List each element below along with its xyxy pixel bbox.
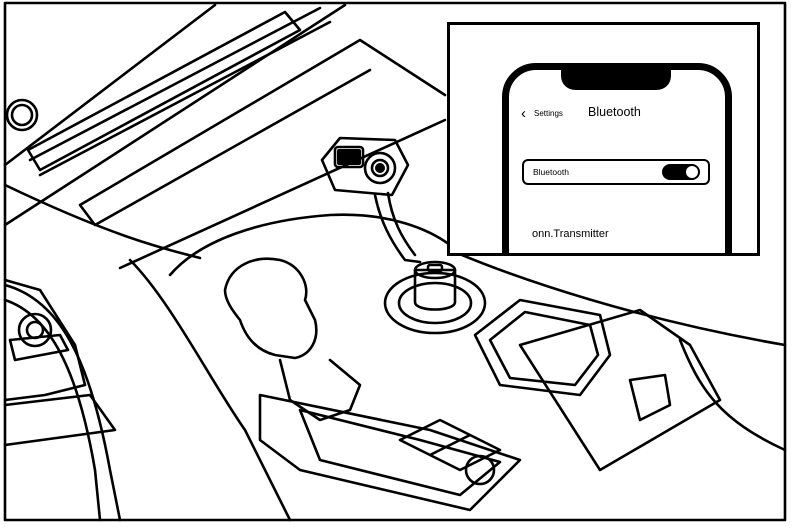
transmitter-usb-port xyxy=(426,263,444,273)
transmitter-knob-inner xyxy=(370,158,390,178)
cup-holder-tray xyxy=(473,298,612,397)
power-socket-inner xyxy=(397,281,473,325)
transmitter-knob-center xyxy=(375,163,385,173)
vent-panel xyxy=(26,10,302,172)
transmitter-screen xyxy=(333,145,365,169)
console-side-tab xyxy=(628,373,672,422)
phone-frame: ‹ Settings Bluetooth Bluetooth onn.Trans… xyxy=(502,63,732,253)
transmitter-plug xyxy=(413,268,457,311)
steering-wheel-rim xyxy=(3,283,122,522)
steering-column xyxy=(3,278,87,402)
lower-dash-line xyxy=(3,118,447,270)
transmitter-gooseneck xyxy=(373,191,422,264)
bluetooth-toggle-label: Bluetooth xyxy=(533,167,569,177)
steering-hub-button-outer xyxy=(17,312,53,348)
console-front-panel xyxy=(518,308,722,472)
transmitter-body xyxy=(320,136,410,197)
console-dial xyxy=(464,454,496,486)
toggle-switch-icon[interactable] xyxy=(662,164,700,180)
steering-spoke xyxy=(3,393,117,447)
transmitter-screen-fill xyxy=(337,149,361,165)
power-socket-outer xyxy=(383,271,487,335)
console-left-edge xyxy=(128,258,292,522)
steering-hub-button-inner xyxy=(25,320,45,340)
shift-boot xyxy=(278,358,362,422)
cup-holder-inner xyxy=(488,310,600,387)
transmitter-knob-outer xyxy=(363,151,397,185)
illustration-frame xyxy=(3,1,787,522)
device-list-item[interactable]: onn.Transmitter xyxy=(532,228,609,240)
steering-wheel-inner xyxy=(3,298,102,522)
vent-knob-outer xyxy=(5,98,39,132)
console-buttons xyxy=(398,418,502,472)
bluetooth-settings-inset: ‹ Settings Bluetooth Bluetooth onn.Trans… xyxy=(447,22,760,256)
console-right-sweep xyxy=(448,248,787,347)
toggle-knob xyxy=(686,166,698,178)
bluetooth-toggle-row[interactable]: Bluetooth xyxy=(522,159,710,185)
console-surround xyxy=(168,213,452,277)
shift-knob xyxy=(223,257,318,360)
dashboard-upper-panel xyxy=(3,3,347,227)
steering-stalk xyxy=(8,333,70,362)
chevron-left-icon[interactable]: ‹ xyxy=(521,105,526,122)
dashboard-trim-strip xyxy=(28,6,332,177)
shift-gate xyxy=(258,393,522,512)
phone-notch xyxy=(561,68,671,90)
shift-gate-inner xyxy=(298,408,502,497)
back-to-settings-link[interactable]: Settings xyxy=(534,109,563,118)
vent-knob-inner xyxy=(10,103,34,127)
page-title: Bluetooth xyxy=(588,105,641,119)
settings-nav-bar: ‹ Settings Bluetooth xyxy=(521,104,721,124)
transmitter-plug-top xyxy=(413,260,457,280)
